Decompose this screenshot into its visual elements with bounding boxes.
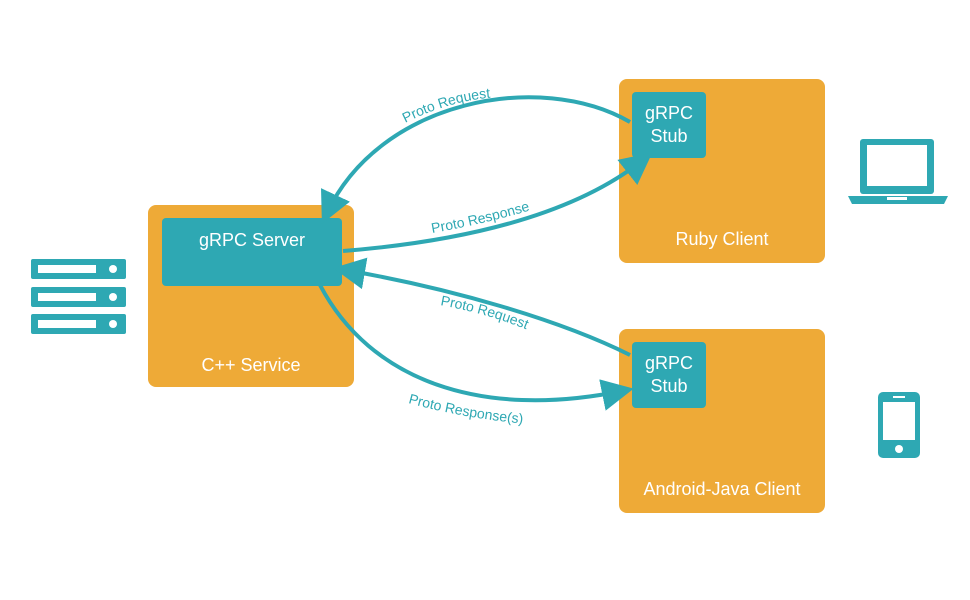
ruby-grpc-stub-label: gRPC Stub bbox=[644, 103, 693, 146]
android-response-label: Proto Response(s) bbox=[407, 390, 524, 426]
ruby-grpc-stub-box: gRPC Stub bbox=[632, 92, 706, 158]
smartphone-icon bbox=[878, 392, 920, 458]
server-rack-icon bbox=[31, 259, 126, 334]
ruby-request-arrow bbox=[321, 95, 631, 224]
ruby-request-label: Proto Request bbox=[399, 85, 490, 126]
cpp-service-caption: C++ Service bbox=[201, 355, 301, 375]
android-request-label: Proto Request bbox=[440, 292, 532, 332]
android-grpc-stub-box: gRPC Stub bbox=[632, 342, 706, 408]
grpc-server-box: gRPC Server bbox=[162, 218, 342, 286]
grpc-server-label: gRPC Server bbox=[198, 230, 306, 250]
ruby-response-arrow bbox=[342, 152, 653, 253]
android-request-arrow bbox=[333, 257, 631, 357]
android-client-caption: Android-Java Client bbox=[643, 479, 801, 499]
android-response-arrow bbox=[318, 284, 634, 411]
laptop-icon bbox=[848, 139, 948, 204]
cpp-service-box: gRPC Server C++ Service bbox=[148, 205, 354, 387]
ruby-client-box: gRPC Stub Ruby Client bbox=[619, 79, 825, 263]
ruby-client-caption: Ruby Client bbox=[675, 229, 769, 249]
android-client-box: gRPC Stub Android-Java Client bbox=[619, 329, 825, 513]
android-grpc-stub-label: gRPC Stub bbox=[644, 353, 693, 396]
